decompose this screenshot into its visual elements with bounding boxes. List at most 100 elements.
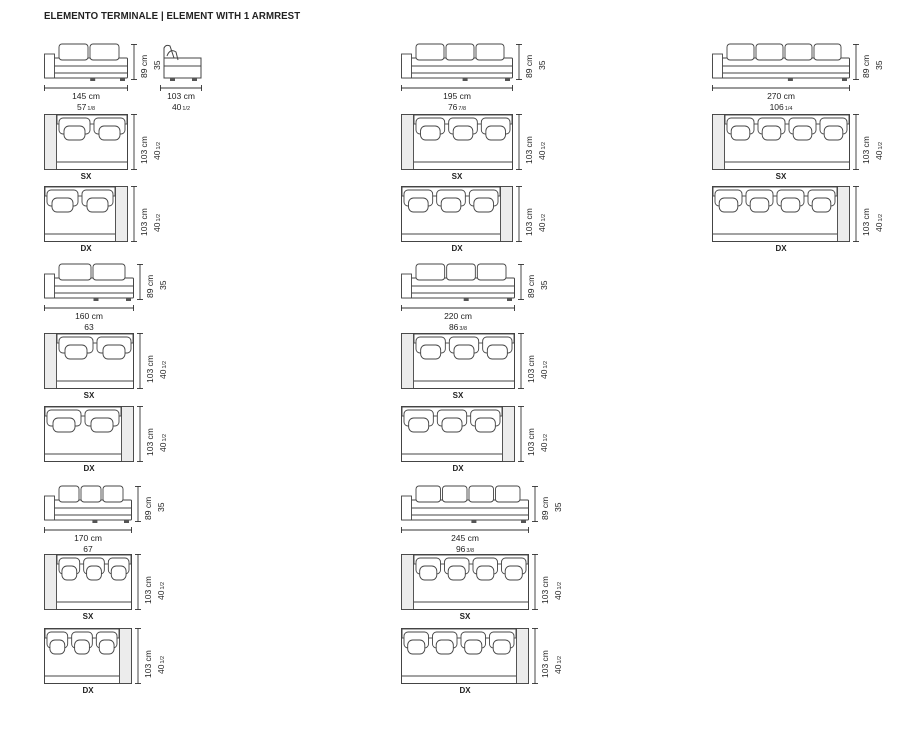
vertical-dimension-value: 35 xyxy=(537,60,547,70)
sx-label: SX xyxy=(775,172,787,181)
side-depth-in-label: 401/2 xyxy=(172,102,190,114)
depth-dimension-line xyxy=(131,186,137,242)
front-elevation xyxy=(44,263,134,301)
depth-label: 103 cm xyxy=(145,355,155,383)
depth-in-label: 401/2 xyxy=(539,361,551,379)
dimension-inches: 40 xyxy=(171,102,182,112)
vertical-dimension-fraction: 1/2 xyxy=(557,581,563,590)
height-label: 89 cm xyxy=(861,55,871,78)
width-in-label: 863/8 xyxy=(449,322,467,334)
dimension-inches: 57 xyxy=(76,102,87,112)
depth-dimension-line xyxy=(135,554,141,610)
vertical-dimension-fraction: 1/2 xyxy=(557,655,563,664)
width-in-label: 571/8 xyxy=(77,102,95,114)
depth-dimension-line xyxy=(532,554,538,610)
plan-view xyxy=(44,114,128,170)
width-dimension-line xyxy=(401,85,513,91)
vertical-dimension-value: 103 cm xyxy=(143,650,153,678)
vertical-dimension-value: 40 xyxy=(156,664,166,674)
vertical-dimension-value: 40 xyxy=(152,222,162,232)
vertical-dimension-value: 35 xyxy=(156,502,166,512)
vertical-dimension-value: 40 xyxy=(539,442,549,452)
depth-in-label: 401/2 xyxy=(158,361,170,379)
plan-view xyxy=(712,186,850,242)
dimension-inches: 63 xyxy=(84,322,94,332)
depth-label: 103 cm xyxy=(861,136,871,164)
width-in-label: 67 xyxy=(83,544,92,554)
depth-label: 103 cm xyxy=(540,576,550,604)
depth-dimension-line xyxy=(532,628,538,684)
width-dimension-line xyxy=(44,527,132,533)
vertical-dimension-fraction: 1/2 xyxy=(162,360,168,369)
depth-dimension-line xyxy=(137,333,143,389)
front-elevation xyxy=(401,263,515,301)
depth-in-label: 401/2 xyxy=(553,582,565,600)
width-in-label: 767/8 xyxy=(448,102,466,114)
depth-label: 103 cm xyxy=(526,355,536,383)
sx-label: SX xyxy=(451,172,463,181)
sx-label: SX xyxy=(83,391,95,400)
dx-label: DX xyxy=(80,244,92,253)
dx-label: DX xyxy=(82,686,94,695)
width-dimension-line xyxy=(160,85,202,91)
vertical-dimension-value: 103 cm xyxy=(143,576,153,604)
seat-height-label: 35 xyxy=(553,503,563,512)
seat-height-label: 35 xyxy=(874,61,884,70)
vertical-dimension-fraction: 1/2 xyxy=(160,655,166,664)
plan-view xyxy=(401,628,529,684)
plan-view xyxy=(401,333,515,389)
width-in-label: 63 xyxy=(84,322,93,332)
front-elevation xyxy=(44,485,132,523)
depth-label: 103 cm xyxy=(139,136,149,164)
height-dimension-line xyxy=(516,44,522,80)
width-dimension-line xyxy=(712,85,850,91)
vertical-dimension-fraction: 1/2 xyxy=(156,213,162,222)
vertical-dimension-fraction: 1/2 xyxy=(878,213,884,222)
depth-dimension-line xyxy=(131,114,137,170)
height-dimension-line xyxy=(853,44,859,80)
vertical-dimension-fraction: 1/2 xyxy=(543,433,549,442)
front-elevation xyxy=(401,485,529,523)
depth-dimension-line xyxy=(518,406,524,462)
vertical-dimension-fraction: 1/2 xyxy=(878,141,884,150)
dimension-fraction: 3/8 xyxy=(466,548,475,554)
vertical-dimension-value: 103 cm xyxy=(526,428,536,456)
dx-label: DX xyxy=(775,244,787,253)
depth-dimension-line xyxy=(135,628,141,684)
depth-label: 103 cm xyxy=(861,208,871,236)
depth-in-label: 401/2 xyxy=(156,582,168,600)
sx-label: SX xyxy=(459,612,471,621)
side-elevation xyxy=(163,44,202,81)
height-dimension-line xyxy=(135,486,141,522)
vertical-dimension-value: 40 xyxy=(537,150,547,160)
height-dimension-line xyxy=(131,44,137,80)
width-cm-label: 245 cm xyxy=(451,533,479,543)
depth-in-label: 401/2 xyxy=(874,142,886,160)
vertical-dimension-value: 40 xyxy=(158,442,168,452)
height-label: 89 cm xyxy=(540,497,550,520)
vertical-dimension-value: 103 cm xyxy=(540,650,550,678)
vertical-dimension-value: 89 cm xyxy=(139,54,149,78)
depth-label: 103 cm xyxy=(540,650,550,678)
depth-in-label: 401/2 xyxy=(874,214,886,232)
dimension-inches: 96 xyxy=(455,544,466,554)
front-elevation xyxy=(44,43,128,81)
vertical-dimension-value: 40 xyxy=(158,369,168,379)
height-label: 89 cm xyxy=(145,275,155,298)
width-cm-label: 220 cm xyxy=(444,311,472,321)
depth-dimension-line xyxy=(853,114,859,170)
width-dimension-line xyxy=(44,85,128,91)
sx-label: SX xyxy=(82,612,94,621)
vertical-dimension-value: 89 cm xyxy=(143,496,153,520)
vertical-dimension-value: 35 xyxy=(158,280,168,290)
seat-height-label: 35 xyxy=(537,61,547,70)
vertical-dimension-value: 103 cm xyxy=(145,428,155,456)
width-dimension-line xyxy=(44,305,134,311)
vertical-dimension-fraction: 1/2 xyxy=(160,581,166,590)
vertical-dimension-value: 103 cm xyxy=(524,136,534,164)
dimension-fraction: 1/4 xyxy=(784,106,793,112)
vertical-dimension-value: 40 xyxy=(874,222,884,232)
vertical-dimension-fraction: 1/2 xyxy=(543,360,549,369)
width-cm-label: 170 cm xyxy=(74,533,102,543)
plan-view xyxy=(44,406,134,462)
